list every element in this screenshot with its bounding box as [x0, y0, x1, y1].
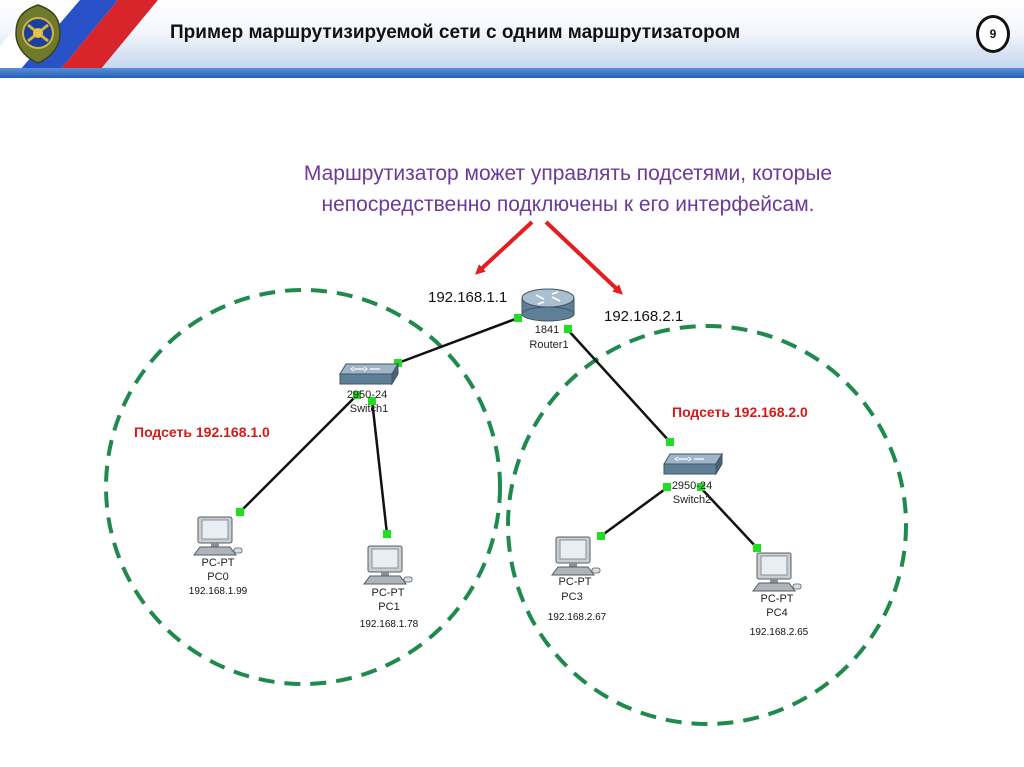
pc0-type: PC-PT — [202, 557, 235, 569]
arrow-to-interface-2 — [544, 220, 623, 295]
emblem-icon — [15, 4, 61, 64]
link-switch1-pc1 — [370, 399, 389, 535]
subnet-1-boundary — [104, 288, 502, 686]
link-lights — [236, 314, 761, 552]
router-icon[interactable] — [521, 288, 575, 322]
page-number-badge: 9 — [976, 15, 1010, 53]
subnet-1-label: Подсеть 192.168.1.0 — [134, 424, 270, 440]
router-interface-1-ip: 192.168.1.1 — [428, 289, 507, 306]
pc4-name: PC4 — [766, 607, 787, 619]
pc1-name: PC1 — [378, 601, 399, 613]
pc3-name: PC3 — [561, 591, 582, 603]
network-links — [239, 316, 758, 549]
pc3-ip: 192.168.2.67 — [548, 612, 607, 623]
caption-line-2: непосредственно подключены к его интерфе… — [321, 193, 815, 216]
subnet-2-label: Подсеть 192.168.2.0 — [672, 404, 808, 420]
switch-icon[interactable] — [339, 363, 399, 385]
switch2-name: Switch2 — [673, 494, 712, 506]
link-router-switch2 — [567, 329, 671, 443]
switch2-model: 2950-24 — [672, 480, 712, 492]
computer-icon[interactable] — [193, 516, 243, 556]
pc0-name: PC0 — [207, 571, 228, 583]
pc1-type: PC-PT — [372, 587, 405, 599]
pc4-ip: 192.168.2.65 — [750, 627, 809, 638]
switch-icon[interactable] — [663, 453, 723, 475]
pc1-ip: 192.168.1.78 — [360, 619, 419, 630]
link-switch2-pc4 — [699, 486, 758, 549]
link-switch1-pc0 — [239, 394, 358, 513]
subnet-2-boundary — [506, 324, 908, 726]
computer-icon[interactable] — [363, 545, 413, 585]
caption-line-1: Маршрутизатор может управлять подсетями,… — [303, 162, 833, 185]
computer-icon[interactable] — [752, 552, 802, 592]
router-interface-2-ip: 192.168.2.1 — [604, 308, 683, 325]
link-switch2-pc3 — [600, 485, 669, 538]
arrow-to-interface-1 — [475, 220, 534, 275]
page-title: Пример маршрутизируемой сети с одним мар… — [170, 22, 741, 43]
computer-icon[interactable] — [551, 536, 601, 576]
switch1-name: Switch1 — [350, 403, 389, 415]
router-name: Router1 — [529, 339, 568, 351]
link-router-switch1 — [397, 316, 519, 365]
slide-header: Пример маршрутизируемой сети с одним мар… — [0, 0, 1024, 78]
router-model: 1841 — [535, 324, 559, 336]
diagram-caption: Маршрутизатор может управлять подсетями,… — [238, 158, 898, 220]
switch1-model: 2950-24 — [347, 389, 387, 401]
header-accent-bar — [0, 68, 1024, 78]
pc3-type: PC-PT — [559, 576, 592, 588]
pc0-ip: 192.168.1.99 — [189, 586, 248, 597]
pc4-type: PC-PT — [761, 593, 794, 605]
